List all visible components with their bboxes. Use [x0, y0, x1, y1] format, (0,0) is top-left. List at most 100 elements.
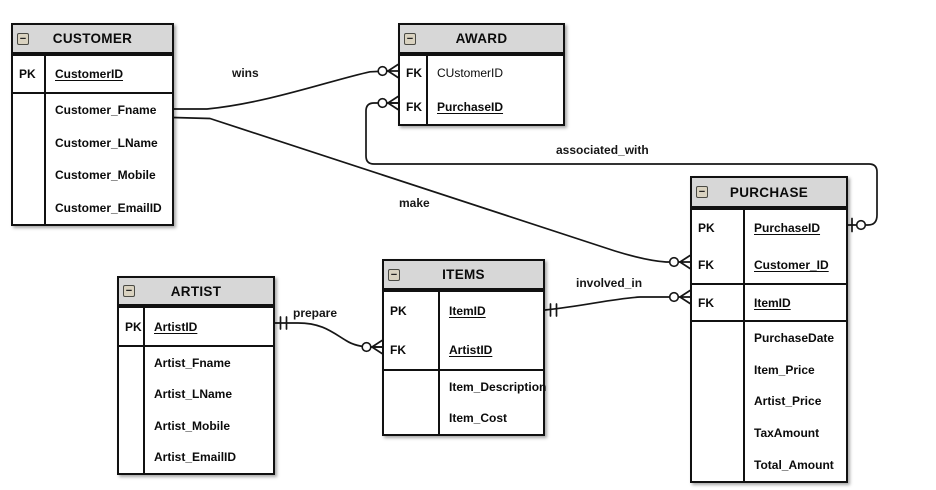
- crowfoot-many-icon: [679, 254, 691, 270]
- entity-title: ITEMS: [442, 267, 485, 282]
- entity-award[interactable]: − AWARD FK CUstomerID FK PurchaseID: [398, 23, 565, 126]
- attribute-row[interactable]: Customer_Mobile: [13, 159, 172, 192]
- key-label: [13, 191, 46, 224]
- attribute-row[interactable]: Artist_Mobile: [119, 410, 273, 442]
- attribute-row[interactable]: FK PurchaseID: [400, 90, 563, 124]
- attribute-row[interactable]: Artist_LName: [119, 378, 273, 410]
- attribute-row[interactable]: PK CustomerID: [13, 56, 172, 92]
- attribute-row[interactable]: PK ArtistID: [119, 308, 273, 345]
- relationship-label-prepare: prepare: [293, 306, 338, 320]
- attribute-row[interactable]: PurchaseDate: [692, 322, 846, 354]
- entity-artist[interactable]: − ARTIST PK ArtistID Artist_Fname Artist…: [117, 276, 275, 475]
- attribute-name: Customer_LName: [55, 135, 158, 150]
- key-label: FK: [384, 330, 440, 369]
- key-section: FK CUstomerID FK PurchaseID: [400, 54, 563, 124]
- attribute-row[interactable]: TaxAmount: [692, 417, 846, 450]
- zero-circle-icon: [668, 256, 680, 268]
- relationship-wins-line[interactable]: [172, 63, 399, 110]
- key-section: PK PurchaseID FK Customer_ID: [692, 208, 846, 283]
- entity-purchase-header[interactable]: − PURCHASE: [692, 178, 846, 208]
- attribute-row[interactable]: Artist_Price: [692, 385, 846, 418]
- key-label: PK: [384, 292, 440, 331]
- attribute-name: Customer_EmailID: [55, 200, 162, 215]
- key-label: PK: [119, 308, 145, 345]
- key-label: FK: [692, 246, 745, 283]
- entity-customer-header[interactable]: − CUSTOMER: [13, 25, 172, 54]
- crowfoot-many-icon: [387, 95, 399, 111]
- attribute-row[interactable]: FK Customer_ID: [692, 246, 846, 283]
- key-label: FK: [400, 90, 428, 124]
- key-label: [119, 410, 145, 442]
- key-label: [119, 441, 145, 473]
- attribute-name: Artist_Fname: [154, 355, 231, 370]
- entity-award-header[interactable]: − AWARD: [400, 25, 563, 54]
- entity-customer[interactable]: − CUSTOMER PK CustomerID Customer_Fname …: [11, 23, 174, 226]
- attribute-name: ArtistID: [154, 319, 198, 334]
- attribute-row[interactable]: Artist_Fname: [119, 347, 273, 379]
- attribute-name: Artist_EmailID: [154, 450, 237, 465]
- attribute-row[interactable]: PK PurchaseID: [692, 210, 846, 247]
- crowfoot-many-icon: [371, 339, 383, 355]
- key-label: [13, 126, 46, 159]
- key-label: PK: [13, 56, 46, 92]
- attribute-row[interactable]: Item_Price: [692, 353, 846, 386]
- attribute-name: Item_Price: [754, 362, 815, 377]
- key-label: [119, 347, 145, 379]
- collapse-minus-icon[interactable]: −: [404, 32, 416, 45]
- attribute-row[interactable]: Customer_EmailID: [13, 191, 172, 224]
- attribute-row[interactable]: Item_Cost: [384, 402, 543, 434]
- relationship-associated-with-line[interactable]: [365, 95, 878, 233]
- relationship-involved-in-line[interactable]: [544, 289, 691, 317]
- key-label: [13, 159, 46, 192]
- entity-title: PURCHASE: [729, 184, 809, 200]
- attribute-name: PurchaseDate: [754, 330, 835, 345]
- attribute-name: PurchaseID: [754, 221, 821, 236]
- key-section: PK ArtistID: [119, 306, 273, 345]
- key-label: [119, 378, 145, 410]
- attribute-name: Total_Amount: [754, 458, 834, 473]
- zero-circle-icon: [668, 291, 680, 303]
- key-label: [13, 94, 46, 127]
- entity-artist-header[interactable]: − ARTIST: [119, 278, 273, 306]
- attribute-section: Customer_Fname Customer_LName Customer_M…: [13, 92, 172, 224]
- zero-circle-icon: [377, 65, 388, 77]
- collapse-minus-icon[interactable]: −: [388, 268, 400, 281]
- collapse-minus-icon[interactable]: −: [696, 186, 708, 198]
- attribute-row[interactable]: Customer_Fname: [13, 94, 172, 127]
- attribute-row[interactable]: FK ItemID: [692, 285, 846, 320]
- key-label: PK: [692, 210, 745, 247]
- relationship-prepare-line[interactable]: [274, 316, 383, 355]
- relationship-make-line[interactable]: [172, 116, 691, 270]
- attribute-name: Customer_ID: [754, 257, 829, 272]
- attribute-row[interactable]: Artist_EmailID: [119, 441, 273, 473]
- entity-title: ARTIST: [170, 283, 222, 299]
- attribute-row[interactable]: Customer_LName: [13, 126, 172, 159]
- attribute-row[interactable]: PK ItemID: [384, 292, 543, 331]
- relationship-label-wins: wins: [232, 66, 259, 80]
- relationship-label-associated-with: associated_with: [556, 143, 649, 157]
- one-one-ticks-icon: [279, 316, 288, 330]
- attribute-name: Item_Description: [449, 379, 547, 394]
- one-one-ticks-icon: [549, 303, 558, 317]
- foreign-key-section: FK ItemID: [692, 283, 846, 320]
- key-label: [692, 322, 745, 354]
- entity-items[interactable]: − ITEMS PK ItemID FK ArtistID Item_Descr…: [382, 259, 547, 436]
- entity-items-header[interactable]: − ITEMS: [384, 261, 543, 290]
- entity-title: CUSTOMER: [52, 31, 133, 46]
- attribute-row[interactable]: Item_Description: [384, 371, 547, 403]
- attribute-row[interactable]: FK CUstomerID: [400, 56, 563, 90]
- key-label: FK: [692, 285, 745, 320]
- relationship-label-involved-in: involved_in: [576, 276, 643, 290]
- attribute-name: CUstomerID: [437, 66, 504, 80]
- entity-purchase[interactable]: − PURCHASE PK PurchaseID FK Customer_ID …: [690, 176, 848, 483]
- zero-circle-icon: [855, 219, 867, 231]
- attribute-row[interactable]: Total_Amount: [692, 449, 846, 481]
- collapse-minus-icon[interactable]: −: [123, 285, 135, 297]
- attribute-name: Artist_Price: [754, 394, 822, 409]
- crowfoot-many-icon: [387, 63, 399, 79]
- attribute-name: ItemID: [754, 295, 791, 310]
- zero-circle-icon: [361, 341, 372, 353]
- collapse-minus-icon[interactable]: −: [17, 32, 29, 45]
- attribute-row[interactable]: FK ArtistID: [384, 330, 543, 369]
